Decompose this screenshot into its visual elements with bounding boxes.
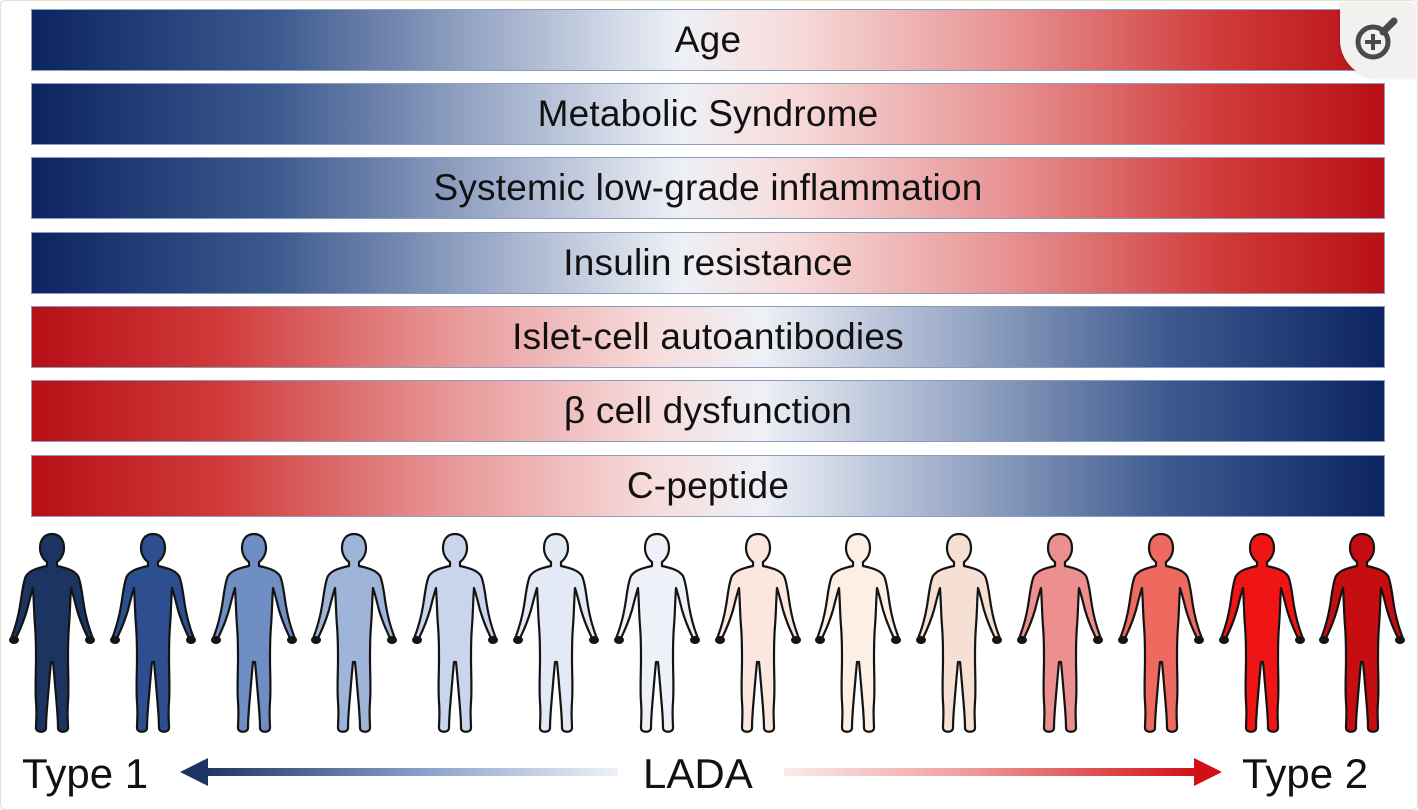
body-figure [304,528,404,738]
bar-label: β cell dysfunction [563,390,853,431]
bar-islet-autoantibodies: Islet-cell autoantibodies [31,306,1385,368]
human-silhouette-icon [513,532,599,733]
body-figure [506,528,606,738]
bar-label: Islet-cell autoantibodies [512,316,904,357]
human-silhouette-icon [9,532,95,733]
bar-label: Age [674,19,742,60]
human-silhouette-icon [916,532,1003,733]
lada-label: LADA [643,750,753,797]
body-figure [607,528,707,738]
bar-age: Age [31,9,1385,71]
bar-label: Insulin resistance [563,242,853,283]
bar-c-peptide: C-peptide [31,455,1385,517]
human-silhouette-icon [815,532,902,733]
bar-beta-cell-dysfunction: β cell dysfunction [31,380,1385,442]
bar-systemic-inflammation: Systemic low-grade inflammation [31,157,1385,219]
bar-label: Metabolic Syndrome [537,93,879,134]
arrow-right [784,758,1222,786]
human-silhouette-icon [311,532,398,733]
body-figure [808,528,908,738]
body-figure [405,528,505,738]
bar-insulin-resistance: Insulin resistance [31,232,1385,294]
body-figure [1212,528,1312,738]
body-figures-row [0,528,1418,738]
human-silhouette-icon [1218,532,1305,733]
body-figure [103,528,203,738]
type1-label: Type 1 [22,750,149,797]
body-figure [2,528,102,738]
zoom-button[interactable] [1340,2,1416,78]
human-silhouette-icon [1117,532,1204,733]
arrow-left [180,758,618,786]
bar-label: Systemic low-grade inflammation [433,167,983,208]
type2-label: Type 2 [1242,750,1369,797]
body-figure [1312,528,1412,738]
human-silhouette-icon [1017,532,1103,733]
body-figure [708,528,808,738]
human-silhouette-icon [109,532,196,733]
bar-metabolic-syndrome: Metabolic Syndrome [31,83,1385,145]
human-silhouette-icon [210,532,297,733]
body-figure [909,528,1009,738]
zoom-in-icon [1355,17,1398,60]
human-silhouette-icon [714,532,801,733]
body-figure [1010,528,1110,738]
human-silhouette-icon [613,532,700,733]
bar-label: C-peptide [626,465,790,506]
body-figure [1111,528,1211,738]
human-silhouette-icon [412,532,499,733]
human-silhouette-icon [1319,532,1406,733]
body-figure [204,528,304,738]
